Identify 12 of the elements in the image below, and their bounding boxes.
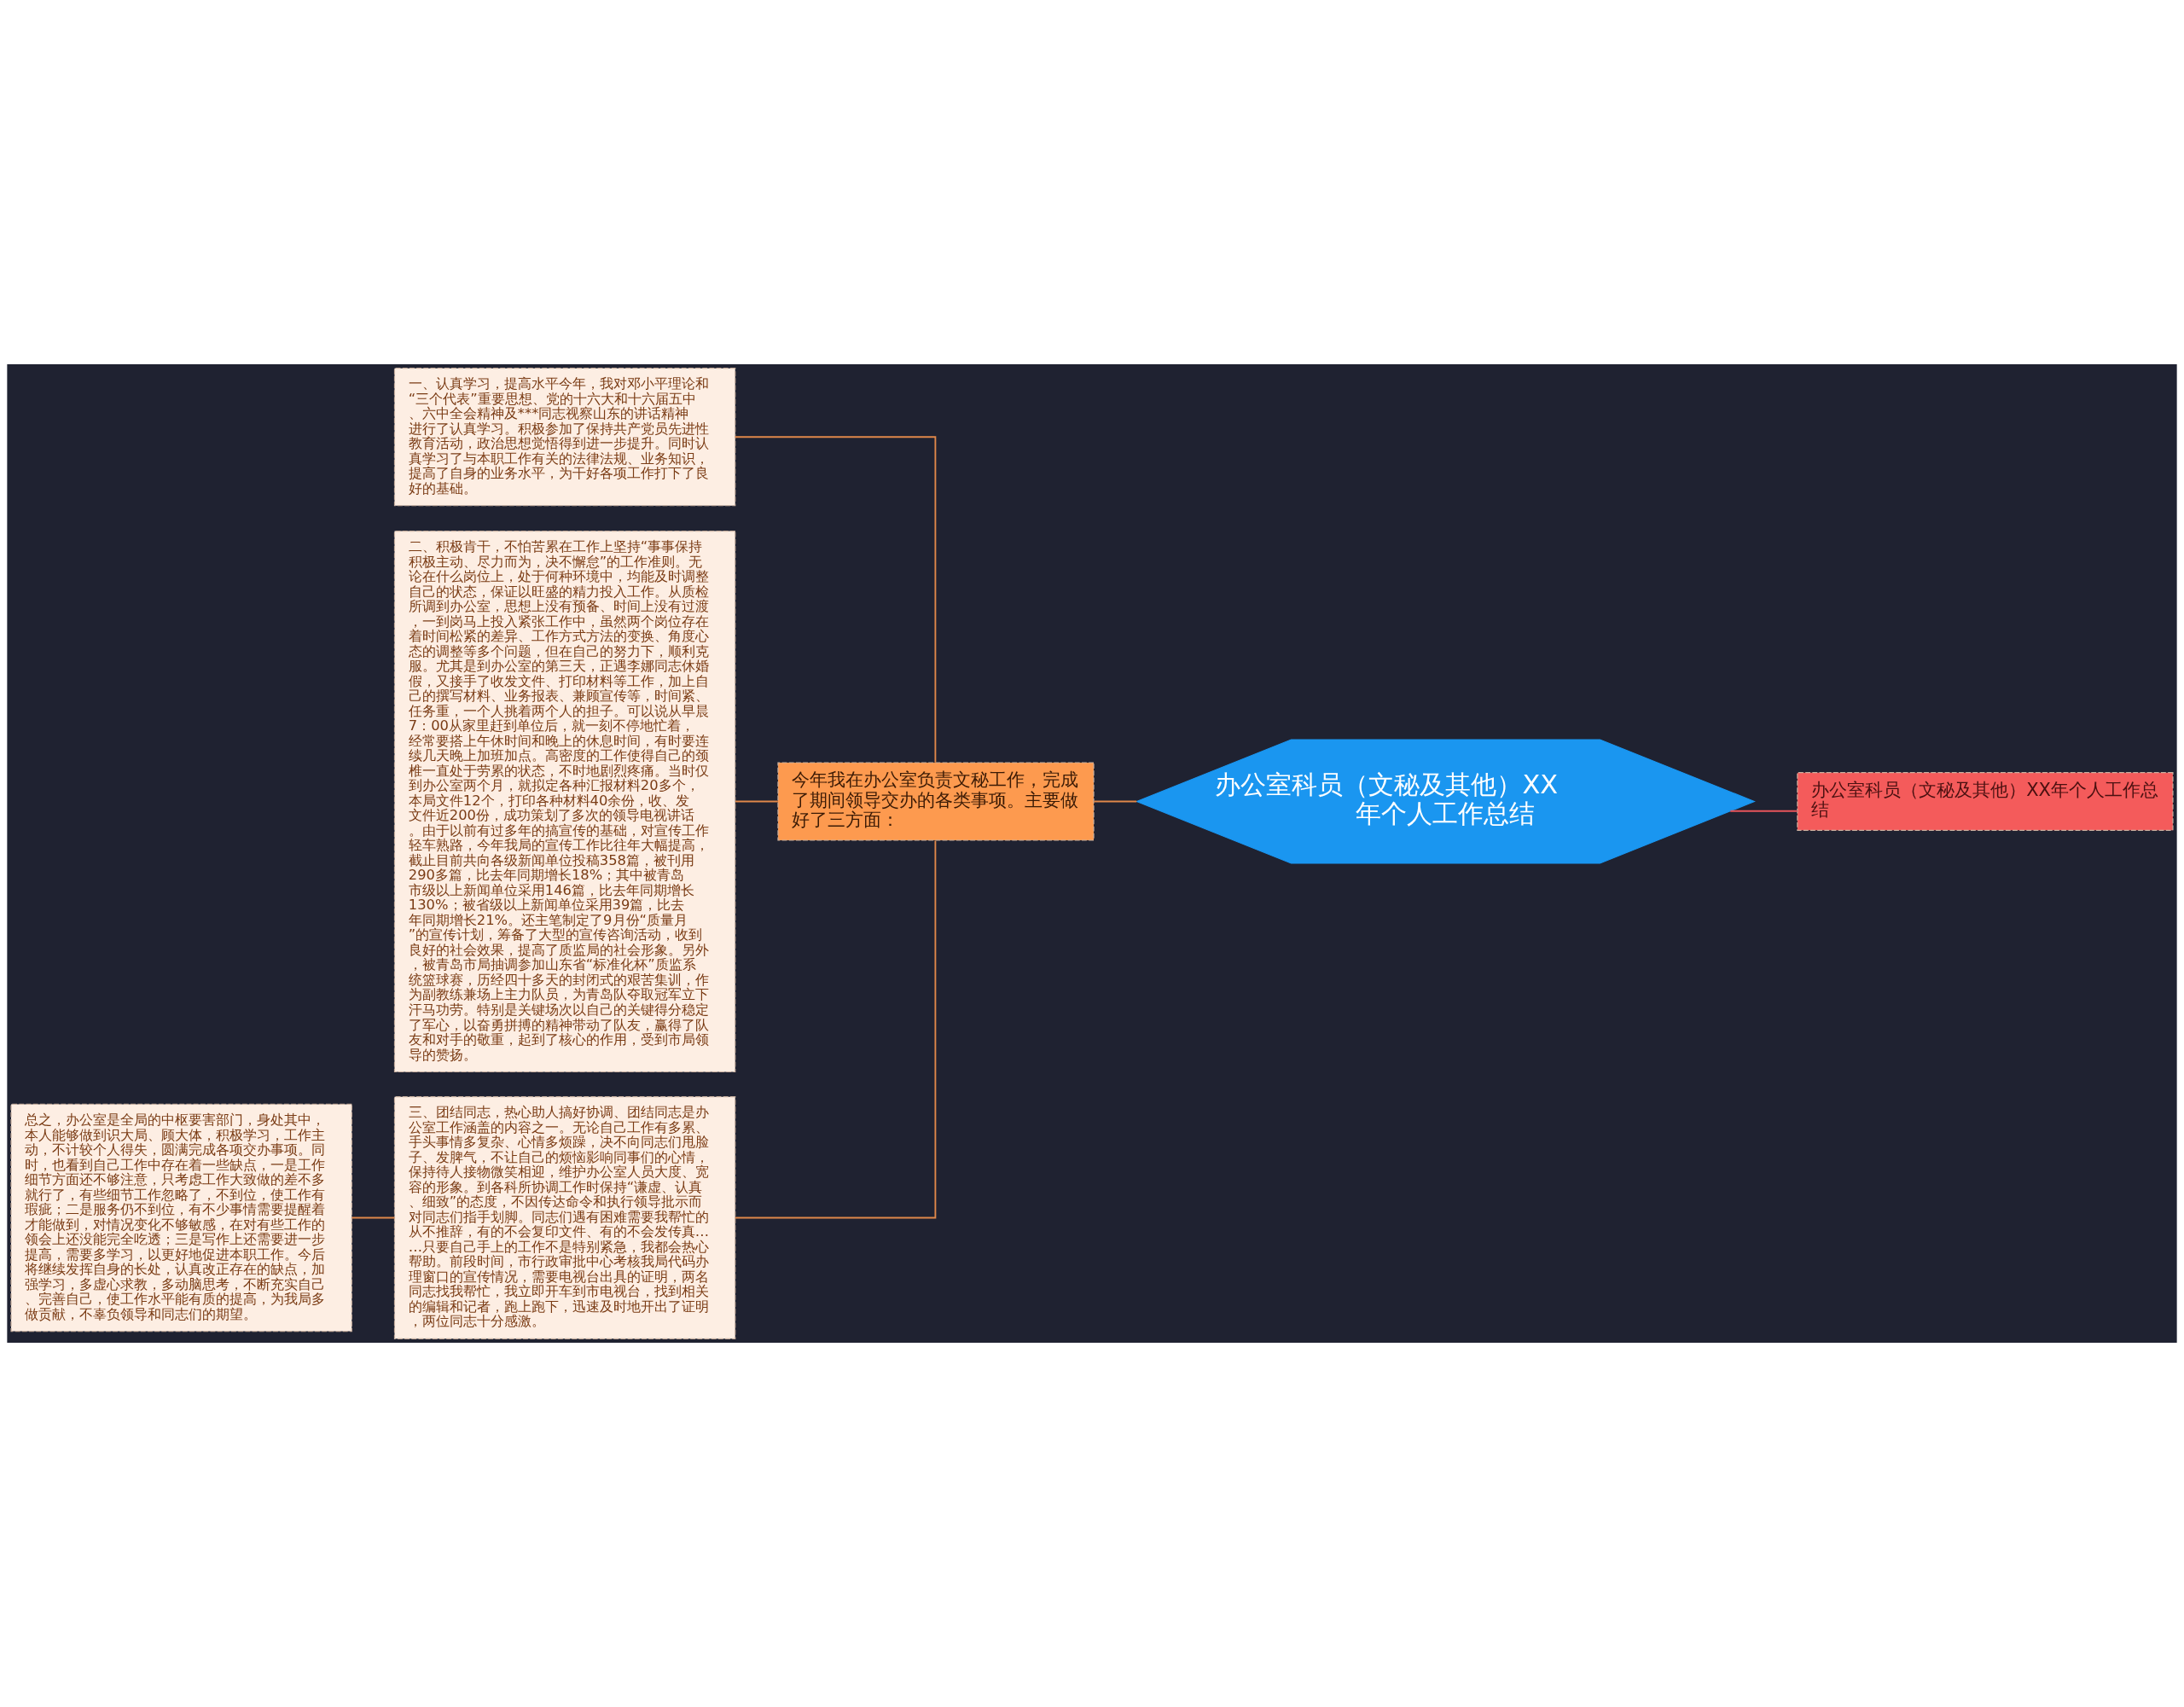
connector xyxy=(735,800,779,803)
connector xyxy=(351,1216,396,1219)
connector xyxy=(734,839,937,1219)
connector xyxy=(734,436,937,764)
node-box: 今年我在办公室负责文秘工作，完成了期间领导交办的各类事项。主要做好了三方面： xyxy=(777,762,1095,841)
node-box: 三、团结同志，热心助人搞好协调、团结同志是办公室工作涵盖的内容之一。无论自己工作有多累、手头事情多复杂、心情多烦躁，决不向同志们甩脸子、发脾气，不让自己的烦恼影响同事们的心情，保持待人接物微笑相迎，维护办公室人员大度、宽容的形象。到各科所协调工作时保持“谦虚、认真、细致”的态度，不因传达命令和执行领导批示而对同志们指手划脚。同志们遇有困难需要我帮忙的从不推辞，有的不会复印文件、有的不会发传真……只要自己手上的工作不是特别紧急，我都会热心帮助。前段时间，市行政审批中心考核我局代码办理窗口的宣传情况，需要电视台出具的证明，两名同志找我帮忙，我立即开车到市电视台，找到相关的编辑和记者，跑上跑下，迅速及时地开出了证明，两位同志十分感激。 xyxy=(393,1096,736,1339)
connector xyxy=(1729,810,1798,812)
node-box: 办公室科员（文秘及其他）XX年个人工作总结 xyxy=(1797,772,2174,831)
node-box: 二、积极肯干，不怕苦累在工作上坚持“事事保持积极主动、尽力而为，决不懈怠”的工作准则。无论在什么岗位上，处于何种环境中，均能及时调整自己的状态，保证以旺盛的精力投入工作。从质检所调到办公室，思想上没有预备、时间上没有过渡，一到岗马上投入紧张工作中，虽然两个岗位存在着时间松紧的差异、工作方式方法的变换、角度心态的调整等多个问题，但在自己的努力下，顺利克服。尤其是到办公室的第三天，正遇李娜同志休婚假，又接手了收发文件、打印材料等工作，加上自己的撰写材料、业务报表、兼顾宣传等，时间紧、任务重，一个人挑着两个人的担子。可以说从早晨7：00从家里赶到单位后，就一刻不停地忙着，经常要搭上午休时间和晚上的休息时间，有时要连续几天晚上加班加点。高密度的工作使得自己的颈椎一直处于劳累的状态，不时地剧烈疼痛。当时仅到办公室两个月，就拟定各种汇报材料20多个，本局文件12个，打印各种材料40余份，收、发文件近200份，成功策划了多次的领导电视讲话。由于以前有过多年的搞宣传的基础，对宣传工作轻车熟路，今年我局的宣传工作比往年大幅提高，截止目前共向各级新闻单位投稿358篇，被刊用290多篇，比去年同期增长18%；其中被青岛市级以上新闻单位采用146篇，比去年同期增长130%；被省级以上新闻单位采用39篇，比去年同期增长21%。还主笔制定了9月份“质量月”的宣传计划，筹备了大型的宣传咨询活动，收到良好的社会效果，提高了质监局的社会形象。另外，被青岛市局抽调参加山东省“标准化杯”质监系统篮球赛，历经四十多天的封闭式的艰苦集训，作为副教练兼场上主力队员，为青岛队夺取冠军立下汗马功劳。特别是关键场次以自己的关键得分稳定了军心，以奋勇拼搏的精神带动了队友，赢得了队友和对手的敬重，起到了核心的作用，受到市局领导的赞扬。 xyxy=(393,530,736,1073)
node-box: 总之，办公室是全局的中枢要害部门，身处其中，本人能够做到识大局、顾大体，积极学习，工作主动，不计较个人得失，圆满完成各项交办事项。同时，也看到自己工作中存在着一些缺点，一是工作细节方面还不够注意，只考虑工作大致做的差不多就行了，有些细节工作忽略了，不到位，使工作有瑕疵；二是服务仍不到位，有不少事情需要提醒着才能做到，对情况变化不够敏感，在对有些工作的领会上还没能完全吃透；三是写作上还需要进一步提高，需要多学习，以更好地促进本职工作。今后将继续发挥自身的长处，认真改正存在的缺点，加强学习，多虚心求教，多动脑思考，不断充实自己、完善自己，使工作水平能有质的提高，为我局多做贡献，不辜负领导和同志们的期望。 xyxy=(10,1103,352,1333)
node-box: 一、认真学习，提高水平今年，我对邓小平理论和“三个代表”重要思想、党的十六大和十六届五中、六中全会精神及***同志视察山东的讲话精神进行了认真学习。积极参加了保持共产党员先进性教育活动，政治思想觉悟得到进一步提升。同时认真学习了与本职工作有关的法律法规、业务知识，提高了自身的业务水平，为干好各项工作打下了良好的基础。 xyxy=(393,368,736,507)
connector xyxy=(1093,800,1138,803)
